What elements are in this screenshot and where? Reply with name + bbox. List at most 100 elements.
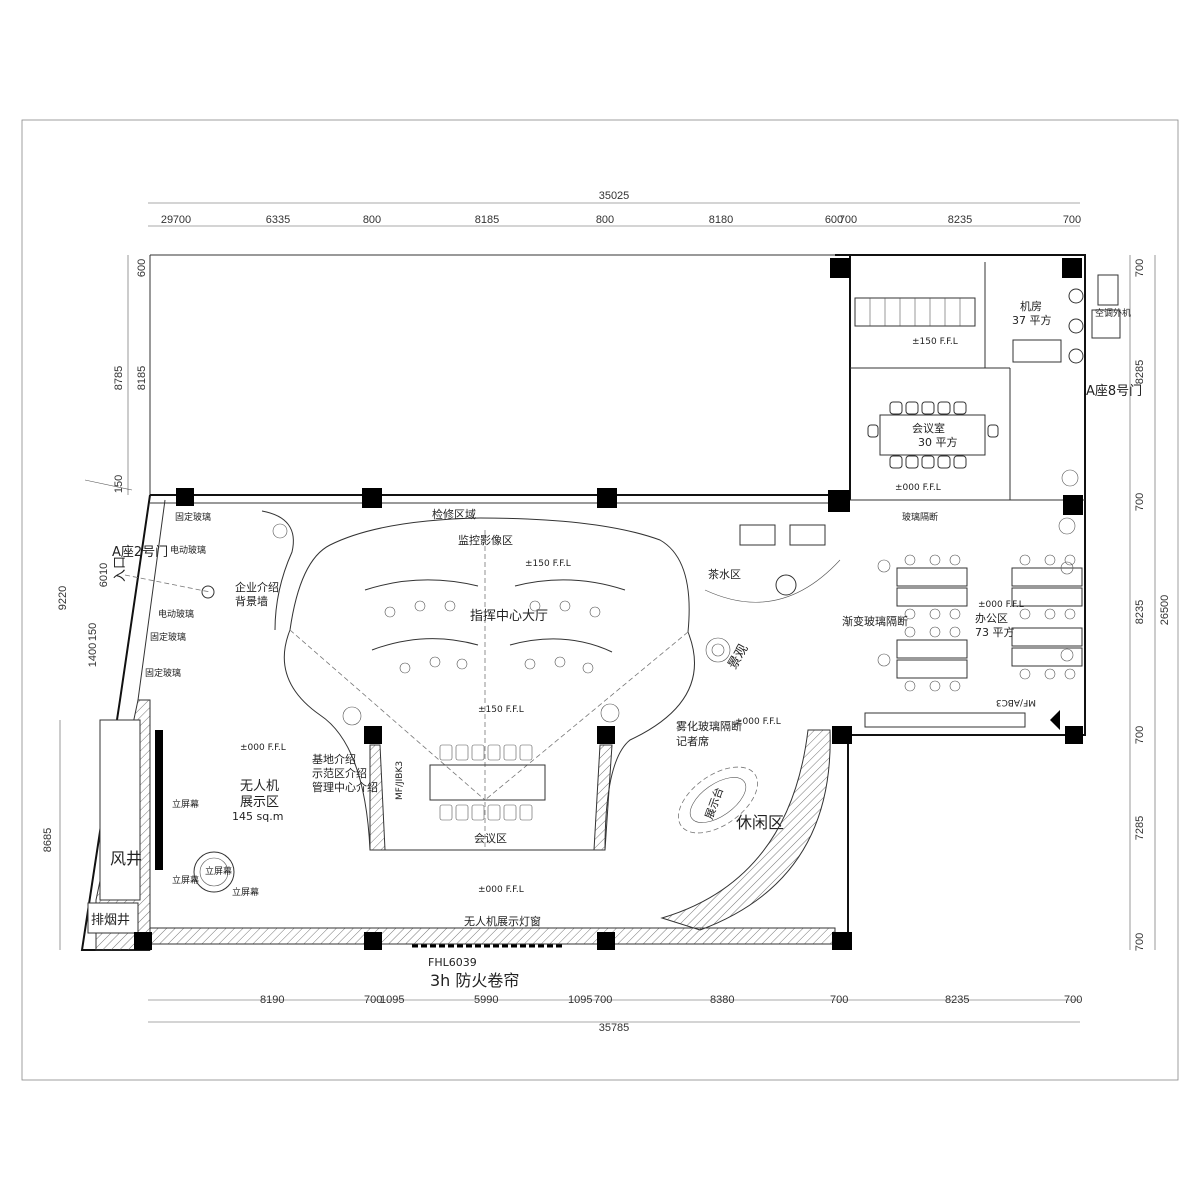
bottom-dim-7: 700 — [830, 994, 848, 1006]
left-dim-3: 150 — [113, 475, 125, 493]
bottom-level: ±000 F.F.L — [478, 885, 524, 895]
top-dim-5: 800 — [596, 214, 614, 226]
right-dim-0: 700 — [1134, 259, 1146, 277]
entrance-label: 入口 — [113, 556, 128, 582]
display-stand-label: 展示台 — [702, 785, 726, 821]
lounge-label: 休闲区 — [736, 813, 784, 832]
top-dim-0: 29 — [161, 214, 173, 226]
bottom-dim-3: 5990 — [474, 994, 498, 1006]
left-dim-2: 8185 — [136, 366, 148, 390]
elevator-right-label: MF/ABC3 — [996, 697, 1036, 707]
left-dim-8: 8685 — [42, 828, 54, 852]
base-intro-label: 基地介绍 — [312, 752, 356, 766]
office-area-size: 73 平方 — [975, 625, 1015, 639]
smart-glass-label: 雾化玻璃隔断 — [676, 719, 742, 733]
fire-shutter-label: 3h 防火卷帘 — [430, 971, 519, 990]
meeting-area-label: 会议区 — [474, 832, 507, 845]
gradient-glass-label: 渐变玻璃隔断 — [842, 614, 908, 628]
right-total-dim: 26500 — [1159, 595, 1171, 626]
sheet-frame — [21, 119, 1179, 1081]
smoke-shaft — [87, 902, 139, 934]
top-dim-6: 8180 — [709, 214, 733, 226]
stand-screen-label-2: 立屏幕 — [205, 865, 232, 877]
bottom-dim-5: 700 — [594, 994, 612, 1006]
air-unit-label: 空调外机 — [1095, 307, 1131, 319]
glass-partition-label: 玻璃隔断 — [902, 511, 938, 523]
left-dim-0: 600 — [136, 259, 148, 277]
bottom-dim-8: 8235 — [945, 994, 969, 1006]
command-level: ±150 F.F.L — [525, 559, 571, 569]
mgmt-intro-label: 管理中心介绍 — [312, 780, 378, 794]
drone-window-label: 无人机展示灯窗 — [464, 914, 541, 928]
drone-exhibit: 无人机 展示区 145 sq.m ±000 F.F.L 立屏幕 立屏幕 立屏幕 … — [172, 743, 405, 898]
right-dim-6: 700 — [1134, 933, 1146, 951]
stand-screen-label-4: 立屏幕 — [232, 886, 259, 898]
meeting-room: 会议室 30 平方 ±000 F.F.L 玻璃隔断 — [867, 401, 999, 523]
drone-exhibit-level: ±000 F.F.L — [240, 743, 286, 753]
bottom-dim-4: 1095 — [568, 994, 592, 1006]
top-dimensions: 35025 29 700 6335 800 8185 800 8180 600 … — [148, 190, 1081, 227]
enterprise-intro-label: 企业介绍 — [235, 580, 279, 594]
smoke-shaft-label: 排烟井 — [91, 913, 130, 928]
lounge-area: 展示台 休闲区 雾化玻璃隔断 记者席 ±000 F.F.L 景观 — [660, 637, 831, 931]
top-dim-9: 8235 — [948, 214, 972, 226]
top-dim-3: 800 — [363, 214, 381, 226]
meeting-room-name: 会议室 — [912, 421, 945, 435]
bottom-dim-1: 700 — [364, 994, 382, 1006]
top-dim-4: 8185 — [475, 214, 499, 226]
wind-shaft-label: 风井 — [110, 849, 142, 868]
maintenance-label: 检修区域 — [432, 507, 476, 521]
right-dim-3: 8235 — [1134, 600, 1146, 624]
top-dim-7: 600 — [825, 214, 843, 226]
fire-code-label: FHL6039 — [428, 956, 477, 969]
meeting-room-level: ±000 F.F.L — [895, 483, 941, 493]
monitor-wall-label: 监控影像区 — [458, 533, 513, 547]
bottom-dim-9: 700 — [1064, 994, 1082, 1006]
fixed-glass-label-1: 固定玻璃 — [175, 511, 211, 523]
command-level-2: ±150 F.F.L — [478, 705, 524, 715]
drone-exhibit-name2: 展示区 — [240, 795, 279, 810]
walls — [80, 254, 1086, 951]
tea-area: 茶水区 — [704, 524, 841, 603]
door-a8-label: A座8号门 — [1086, 384, 1142, 399]
right-dim-5: 7285 — [1134, 816, 1146, 840]
machine-room-area: 37 平方 — [1012, 313, 1052, 327]
demo-intro-label: 示范区介绍 — [312, 766, 367, 780]
black-strip — [155, 730, 163, 870]
machine-room-level: ±150 F.F.L — [912, 337, 958, 347]
drone-exhibit-area: 145 sq.m — [232, 810, 283, 823]
bottom-dim-6: 8380 — [710, 994, 734, 1006]
lounge-level: ±000 F.F.L — [735, 717, 781, 727]
elevator-left-label: MF/JIBK3 — [395, 761, 405, 800]
left-entrance: A座2号门 入口 固定玻璃 电动玻璃 电动玻璃 固定玻璃 固定玻璃 企业介绍 背… — [112, 510, 294, 679]
office-area: 办公区 73 平方 ±000 F.F.L 渐变玻璃隔断 MF/ABC3 — [842, 554, 1083, 730]
left-dim-1: 8785 — [113, 366, 125, 390]
structural-columns — [134, 258, 1083, 950]
press-seat-label: 记者席 — [676, 734, 709, 748]
left-dim-6: 1400 — [87, 643, 99, 667]
top-total-dim: 35025 — [599, 190, 630, 202]
left-dim-7: 150 — [87, 623, 99, 641]
top-dim-2: 6335 — [266, 214, 290, 226]
office-level: ±000 F.F.L — [978, 600, 1024, 610]
stand-screen-label-3: 立屏幕 — [172, 874, 199, 886]
right-dim-2: 700 — [1134, 493, 1146, 511]
right-dimensions: 700 8285 700 8235 700 7285 700 26500 — [1129, 255, 1171, 951]
plant-icons — [342, 469, 1079, 726]
door-a2-label: A座2号门 — [112, 545, 168, 560]
top-dim-8: 700 — [839, 214, 857, 226]
bottom-wall — [149, 927, 836, 945]
electric-glass-label-2: 电动玻璃 — [158, 608, 194, 620]
bottom-total-dim: 35785 — [599, 1022, 630, 1034]
command-hall-label: 指挥中心大厅 — [470, 609, 548, 624]
machine-room-name: 机房 — [1020, 299, 1042, 313]
left-dim-5: 6010 — [98, 563, 110, 587]
wind-shaft — [99, 719, 141, 901]
bottom-dim-2: 1095 — [380, 994, 404, 1006]
left-dim-4: 9220 — [57, 586, 69, 610]
drone-exhibit-name: 无人机 — [240, 779, 279, 794]
fixed-glass-label-2: 固定玻璃 — [150, 631, 186, 643]
tea-area-label: 茶水区 — [708, 568, 741, 581]
fixed-glass-label-3: 固定玻璃 — [145, 667, 181, 679]
